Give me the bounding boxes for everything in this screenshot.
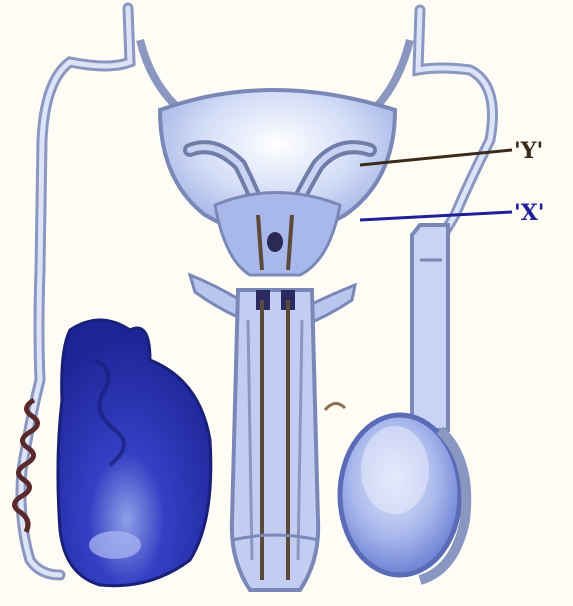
penis-shaft [232, 290, 318, 590]
vas-deferens-right [418, 10, 493, 240]
pointer-line-x [360, 212, 512, 220]
spermatic-cord-right [412, 225, 448, 430]
ejaculatory-duct-junction [267, 232, 283, 252]
label-y: 'Y' [514, 138, 543, 164]
ureter-left [140, 40, 175, 105]
ureter-right [378, 40, 410, 105]
label-x: 'X' [514, 200, 545, 226]
